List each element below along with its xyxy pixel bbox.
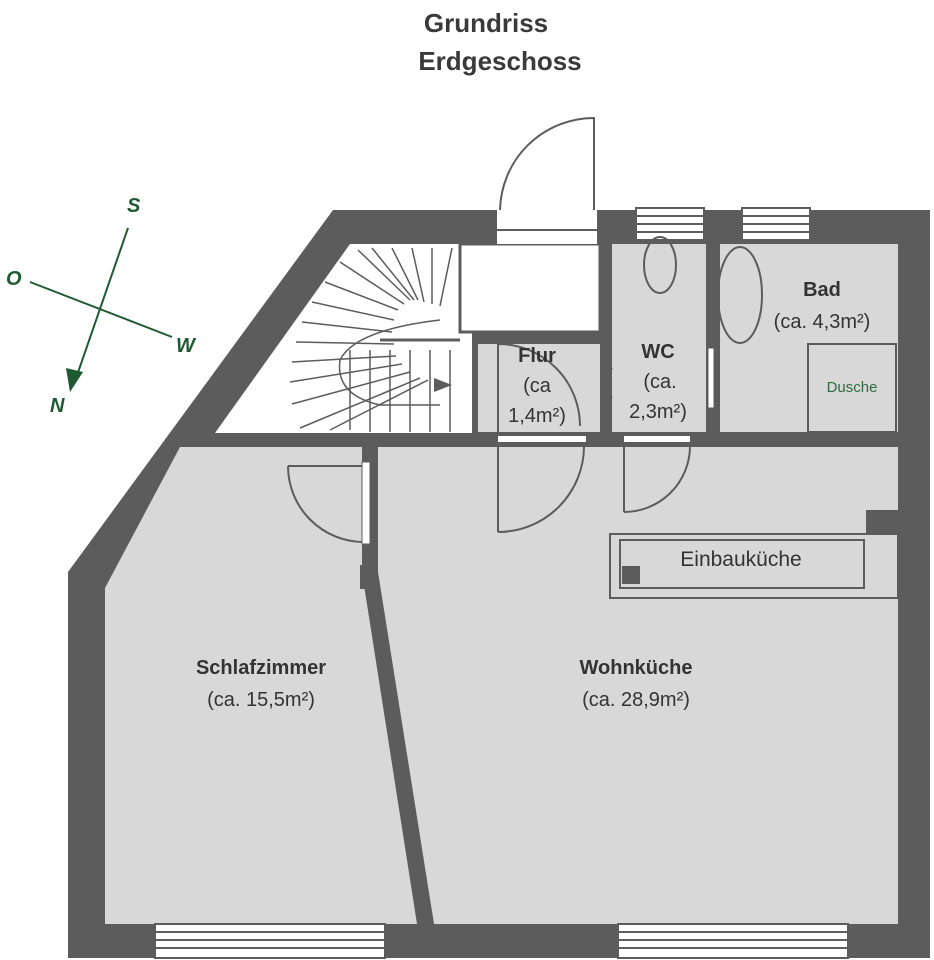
staircase bbox=[289, 247, 460, 432]
compass-north-label: N bbox=[50, 395, 65, 417]
einbaukueche-label: Einbauküche bbox=[680, 548, 801, 571]
bathtub-icon bbox=[717, 246, 763, 344]
wc-label: WC bbox=[641, 341, 674, 363]
compass-ns-line bbox=[73, 227, 129, 385]
bad-area: (ca. 4,3m²) bbox=[774, 311, 871, 333]
plan-title-line1: Grundriss bbox=[424, 8, 548, 38]
compass-east-label: O bbox=[6, 268, 22, 290]
wohnkueche-label: Wohnküche bbox=[580, 657, 693, 679]
window-schlafzimmer bbox=[154, 923, 386, 959]
einbaukueche-counter bbox=[609, 510, 899, 599]
wc-floor bbox=[612, 244, 706, 432]
flur-area-line2: 1,4m²) bbox=[508, 405, 566, 427]
plan-title-line2: Erdgeschoss bbox=[418, 46, 581, 76]
doors bbox=[287, 116, 691, 543]
wohnkueche-floor bbox=[376, 447, 898, 924]
compass-north-arrow-icon bbox=[66, 368, 83, 392]
schlafzimmer-label: Schlafzimmer bbox=[196, 657, 326, 679]
compass-south-label: S bbox=[127, 195, 141, 217]
schlafzimmer-area: (ca. 15,5m²) bbox=[207, 689, 315, 711]
entry-landing bbox=[460, 244, 600, 332]
compass-ow-line bbox=[29, 281, 173, 338]
wc-toilet-icon bbox=[643, 236, 677, 294]
dusche bbox=[807, 343, 897, 433]
entrance-door-gap bbox=[497, 210, 597, 244]
flur-label: Flur bbox=[518, 345, 556, 367]
compass-west-label: W bbox=[176, 335, 197, 357]
wohnkueche-area: (ca. 28,9m²) bbox=[582, 689, 690, 711]
schlafzimmer-floor bbox=[105, 447, 417, 924]
flur-area-line1: (ca bbox=[523, 375, 552, 397]
window-wc bbox=[635, 207, 705, 241]
window-bad bbox=[741, 207, 811, 241]
dusche-label: Dusche bbox=[827, 379, 878, 396]
wc-area-line2: 2,3m²) bbox=[629, 401, 687, 423]
bad-label: Bad bbox=[803, 279, 841, 301]
compass-rose: S O W N bbox=[6, 195, 197, 417]
window-wohnkueche bbox=[617, 923, 849, 959]
stair-direction-arrow-icon bbox=[434, 378, 452, 392]
entrance-door-swing bbox=[499, 116, 595, 211]
wc-area-line1: (ca. bbox=[643, 371, 676, 393]
